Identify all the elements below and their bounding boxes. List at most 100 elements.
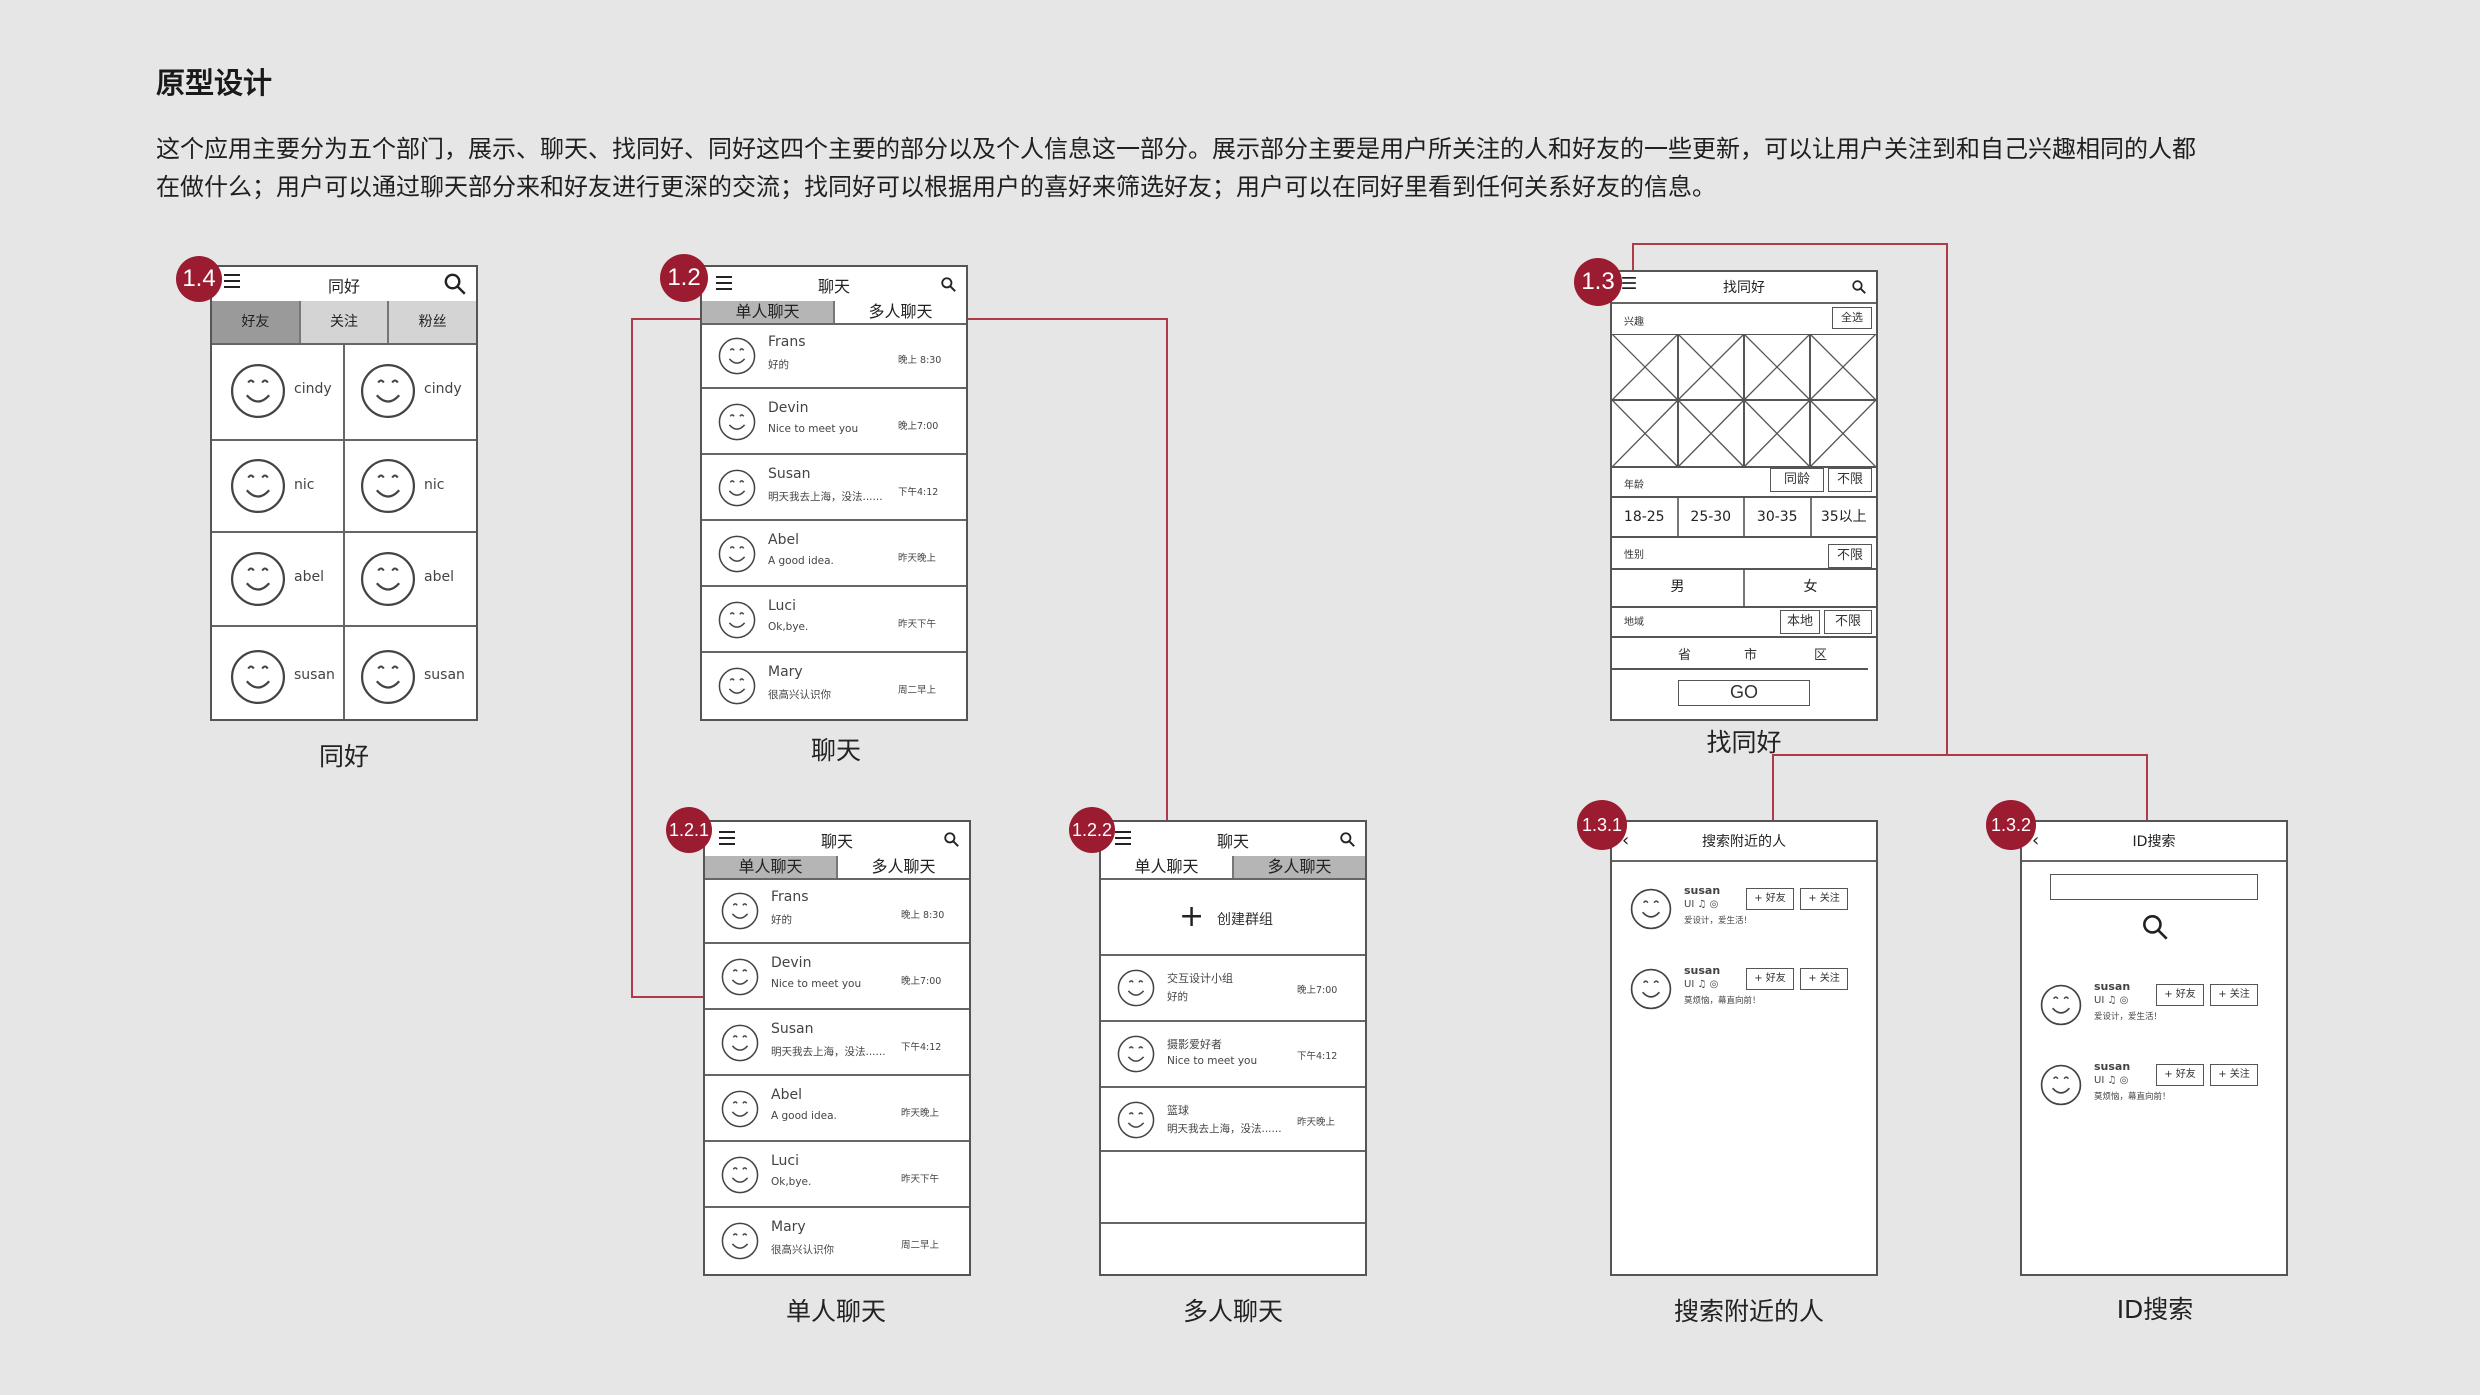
group-list-item[interactable]: 篮球明天我去上海，没法......昨天晚上: [1101, 1088, 1365, 1152]
follow-button[interactable]: + 关注: [2210, 984, 2258, 1006]
step-badge: 1.2: [660, 254, 708, 302]
district-option[interactable]: 区: [1814, 648, 1828, 663]
id-search-input[interactable]: [2050, 874, 2258, 900]
caption-nearby: 搜索附近的人: [1673, 1297, 1824, 1326]
age-option[interactable]: 30-35: [1745, 498, 1812, 536]
select-all-button[interactable]: 全选: [1832, 307, 1872, 329]
last-message: 明天我去上海，没法......: [768, 491, 883, 503]
follow-button[interactable]: + 关注: [2210, 1064, 2258, 1086]
interest-label: 兴趣: [1624, 317, 1644, 328]
menu-icon[interactable]: [716, 276, 732, 290]
age-no-limit-button[interactable]: 不限: [1828, 468, 1872, 492]
intro-line-2: 在做什么；用户可以通过聊天部分来和好友进行更深的交流；找同好可以根据用户的喜好来…: [156, 173, 1716, 201]
add-friend-button[interactable]: + 好友: [2156, 1064, 2204, 1086]
tab-friends[interactable]: 好友: [212, 301, 301, 343]
last-message: Nice to meet you: [768, 423, 859, 435]
tab-following[interactable]: 关注: [300, 301, 390, 343]
user-name: susan: [2094, 980, 2131, 993]
avatar: [718, 535, 756, 573]
search-icon[interactable]: [444, 273, 466, 295]
age-option[interactable]: 25-30: [1679, 498, 1745, 536]
friend-name[interactable]: nic: [294, 477, 315, 493]
group-list-item[interactable]: 交互设计小组好的晚上7:00: [1101, 956, 1365, 1022]
menu-icon[interactable]: [1115, 831, 1131, 845]
search-icon[interactable]: [2142, 914, 2168, 940]
local-button[interactable]: 本地: [1780, 610, 1820, 634]
same-age-button[interactable]: 同龄: [1770, 468, 1824, 492]
gender-no-limit-button[interactable]: 不限: [1828, 544, 1872, 568]
contact-name: Susan: [768, 466, 811, 482]
friend-name[interactable]: susan: [424, 667, 465, 683]
caption-single-chat: 单人聊天: [785, 1297, 886, 1326]
contact-name: Luci: [768, 598, 797, 614]
avatar: [718, 337, 756, 375]
friend-name[interactable]: nic: [424, 477, 445, 493]
user-tag-text: UI: [2094, 995, 2105, 1006]
search-icon[interactable]: [944, 832, 959, 847]
friend-name[interactable]: abel: [424, 569, 454, 585]
headphone-icon: ♫: [1697, 979, 1707, 990]
go-button[interactable]: GO: [1678, 680, 1810, 706]
tab-fans[interactable]: 粉丝: [389, 301, 477, 343]
menu-icon[interactable]: [1622, 277, 1636, 289]
single-chat-header: 聊天: [705, 822, 969, 858]
interest-image-grid[interactable]: [1612, 334, 1876, 468]
friend-name[interactable]: cindy: [424, 381, 462, 397]
last-message: Nice to meet you: [771, 978, 862, 990]
search-icon[interactable]: [941, 277, 956, 292]
menu-icon[interactable]: [224, 274, 240, 288]
province-option[interactable]: 省: [1678, 648, 1692, 663]
add-friend-button[interactable]: + 好友: [2156, 984, 2204, 1006]
tab-single-chat[interactable]: 单人聊天: [1101, 856, 1234, 878]
friend-name[interactable]: cindy: [294, 381, 332, 397]
back-icon[interactable]: ‹: [2032, 830, 2040, 851]
add-friend-button[interactable]: + 好友: [1746, 888, 1794, 910]
follow-button[interactable]: + 关注: [1800, 968, 1848, 990]
tab-group-chat[interactable]: 多人聊天: [835, 301, 966, 323]
caption-group-chat: 多人聊天: [1182, 1297, 1283, 1326]
add-friend-button[interactable]: + 好友: [1746, 968, 1794, 990]
region-no-limit-button[interactable]: 不限: [1824, 610, 1872, 634]
age-option[interactable]: 35以上: [1820, 509, 1867, 525]
friend-name[interactable]: abel: [294, 569, 324, 585]
search-icon[interactable]: [1852, 280, 1866, 294]
region-divider: [1612, 636, 1876, 638]
age-option[interactable]: 18-25: [1612, 498, 1679, 536]
city-option[interactable]: 市: [1744, 648, 1758, 663]
create-group-button[interactable]: + 创建群组: [1101, 878, 1365, 956]
gender-option-male[interactable]: 男: [1612, 570, 1745, 606]
tab-single-chat[interactable]: 单人聊天: [702, 301, 835, 323]
tab-group-chat[interactable]: 多人聊天: [1234, 856, 1365, 878]
follow-button[interactable]: + 关注: [1800, 888, 1848, 910]
chat-header: 聊天: [702, 267, 966, 303]
search-icon[interactable]: [1340, 832, 1355, 847]
group-chat-header: 聊天: [1101, 822, 1365, 858]
group-name: 篮球: [1167, 1104, 1189, 1117]
menu-icon[interactable]: [719, 831, 735, 845]
last-message: 明天我去上海，没法......: [771, 1046, 886, 1058]
tab-group-chat[interactable]: 多人聊天: [838, 856, 969, 878]
gender-option-female[interactable]: 女: [1803, 579, 1818, 595]
group-name: 交互设计小组: [1167, 972, 1233, 985]
back-icon[interactable]: ‹: [1622, 830, 1630, 851]
tab-single-chat[interactable]: 单人聊天: [705, 856, 838, 878]
friend-name[interactable]: susan: [294, 667, 335, 683]
